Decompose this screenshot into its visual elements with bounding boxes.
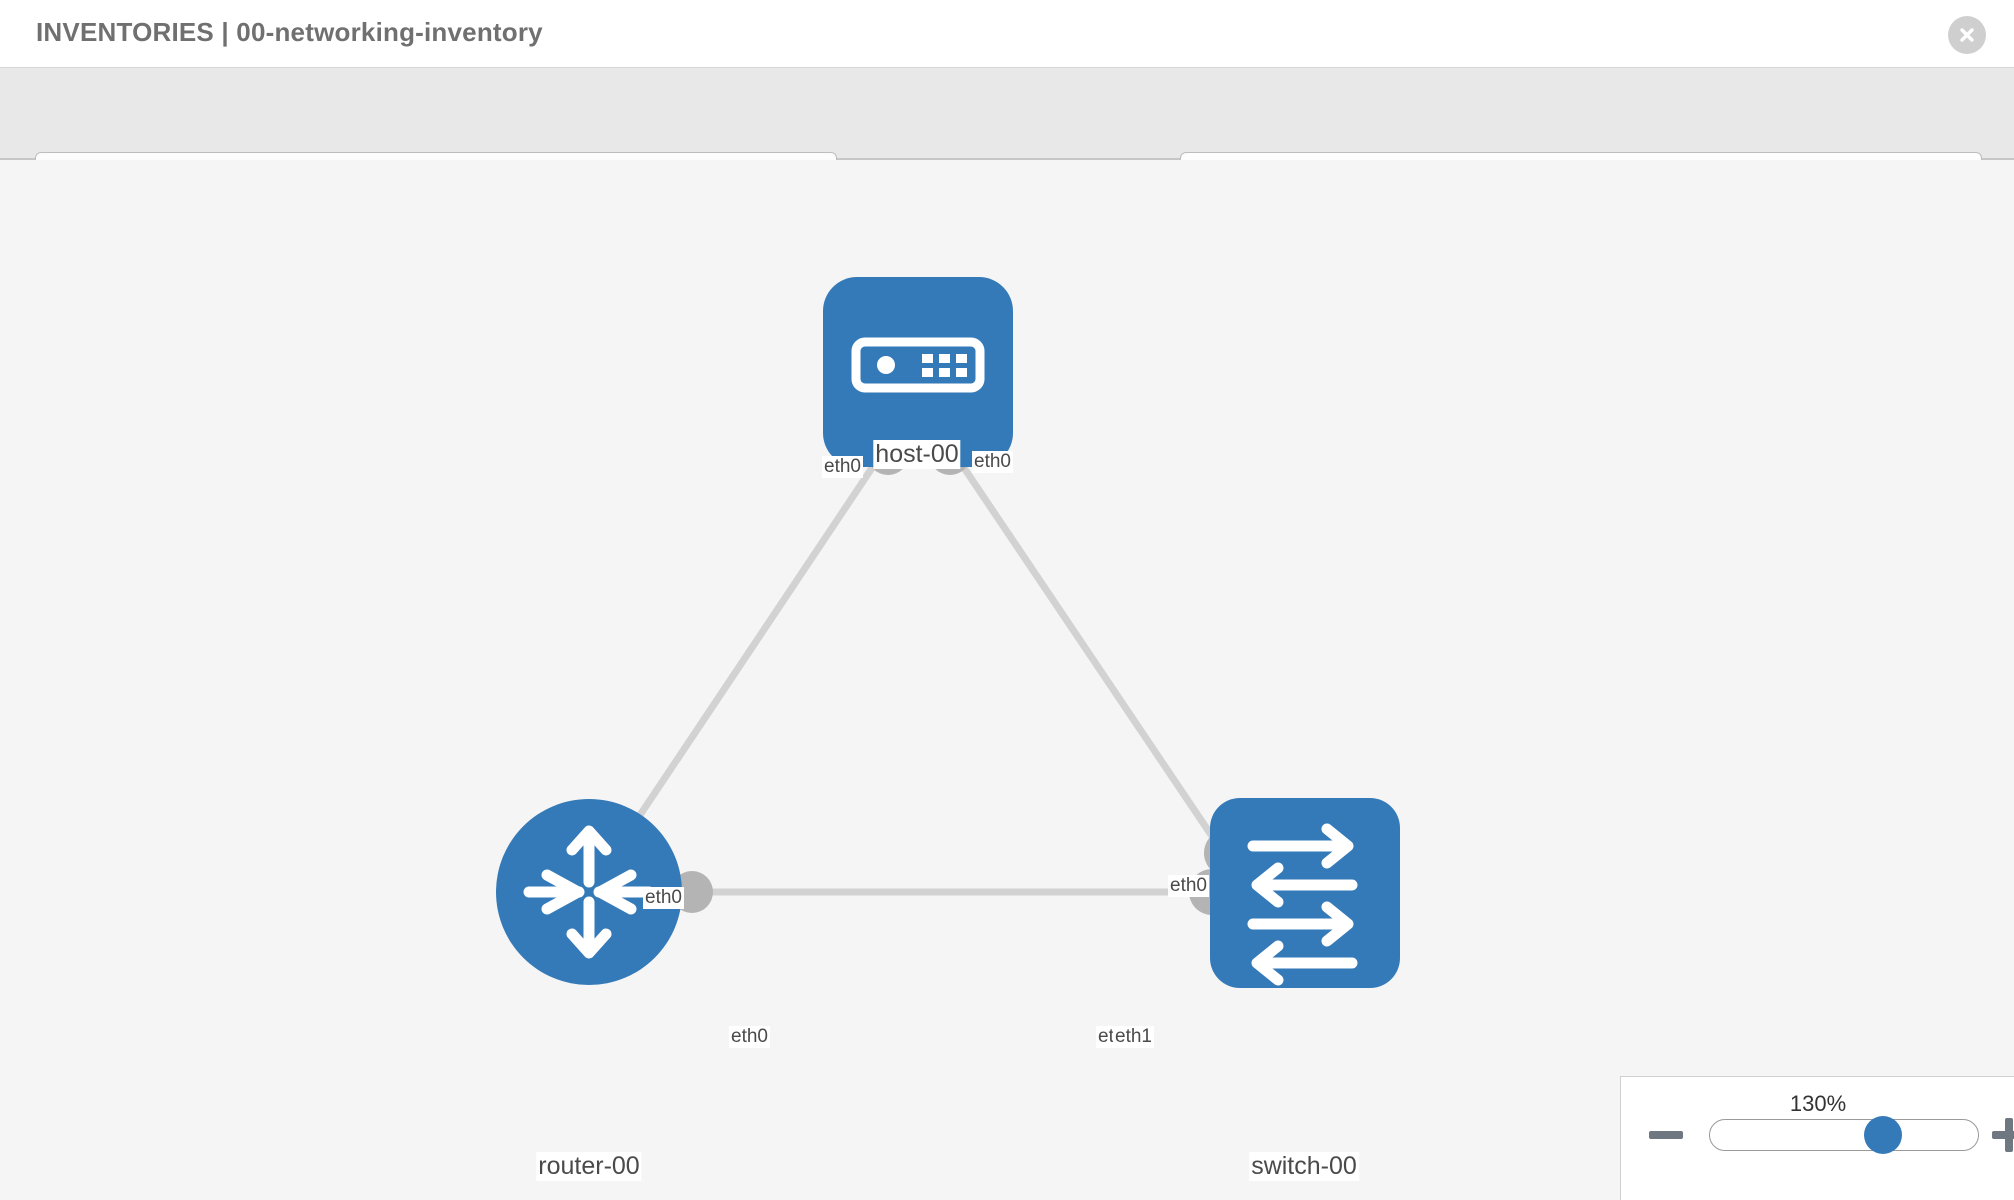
zoom-control-panel: 130% xyxy=(1620,1076,2014,1200)
topology-anchors xyxy=(671,433,1252,915)
topology-links xyxy=(607,448,1231,896)
zoom-slider-handle[interactable] xyxy=(1863,1116,1902,1154)
link-host-switch xyxy=(949,448,1231,862)
node-label-host-00: host-00 xyxy=(873,440,961,469)
node-router-00[interactable] xyxy=(496,799,682,985)
close-icon[interactable] xyxy=(1948,16,1986,54)
topology-graph xyxy=(496,277,1400,988)
node-label-router-00: router-00 xyxy=(536,1152,642,1181)
iface-label-host-eth0-right: eth0 xyxy=(972,451,1013,473)
router-arrows-icon xyxy=(523,825,655,959)
iface-label-host-eth0-left: eth0 xyxy=(822,456,863,478)
node-host-00[interactable] xyxy=(823,277,1013,467)
switch-arrows-icon xyxy=(1247,823,1358,986)
iface-label-router-eth0: eth0 xyxy=(729,1026,770,1048)
page-header: INVENTORIES | 00-networking-inventory xyxy=(0,0,2014,68)
node-label-switch-00: switch-00 xyxy=(1249,1152,1359,1181)
topology-canvas[interactable]: eth0 eth0 eth0 eth0 eth0 eth0 eth1 host-… xyxy=(0,160,2014,1200)
minus-icon[interactable] xyxy=(1649,1131,1683,1139)
zoom-slider[interactable] xyxy=(1709,1116,1979,1154)
node-switch-00[interactable] xyxy=(1210,798,1400,988)
zoom-level-value: 130% xyxy=(1789,1091,1847,1116)
iface-label-switch-eth0-up: eth0 xyxy=(1168,875,1209,897)
iface-label-router-eth0-up: eth0 xyxy=(643,887,684,909)
plus-icon[interactable] xyxy=(1992,1117,2014,1153)
page-title: INVENTORIES | 00-networking-inventory xyxy=(36,17,543,47)
iface-label-switch-eth1: eth1 xyxy=(1113,1026,1154,1048)
server-icon xyxy=(851,337,985,393)
link-host-router xyxy=(607,448,887,862)
toolbar: ACTIONS SEARCH xyxy=(0,68,2014,206)
